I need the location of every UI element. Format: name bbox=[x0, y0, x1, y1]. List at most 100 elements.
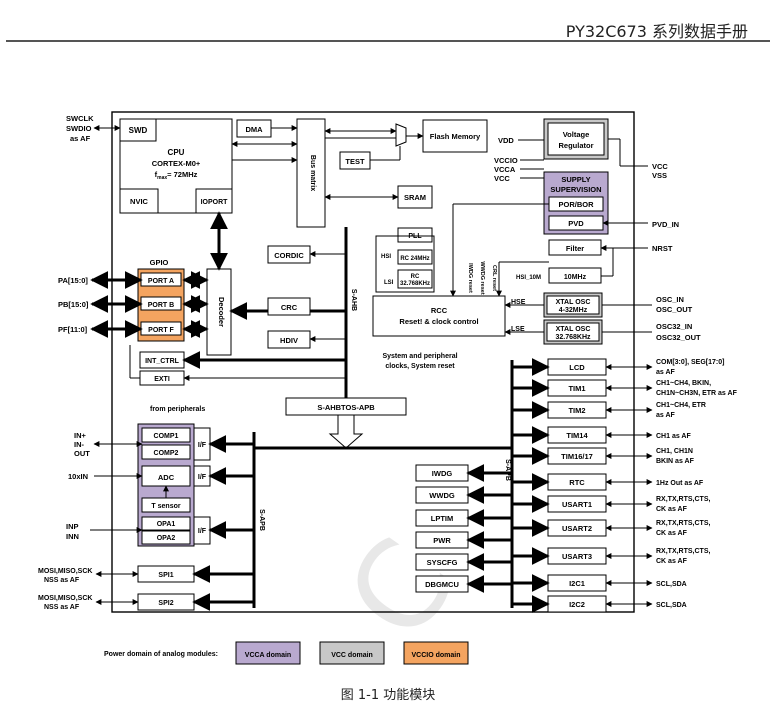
port-f-label: PORT F bbox=[148, 327, 174, 334]
legend-vcc-label: VCC domain bbox=[331, 652, 373, 659]
pin-spi2-1: MOSI,MISO,SCK bbox=[38, 595, 92, 602]
pin-tim1-1: CH1N~CH3N, ETR as AF bbox=[656, 390, 738, 397]
usart2-label: USART2 bbox=[562, 524, 592, 533]
usart3-label: USART3 bbox=[562, 552, 592, 561]
pin-inn: INN bbox=[66, 532, 79, 541]
pin-usart1-1: CK as AF bbox=[656, 506, 688, 513]
legend-vcca-label: VCCA domain bbox=[245, 652, 291, 659]
pin-in-minus: IN- bbox=[74, 440, 85, 449]
pin-pf: PF[11:0] bbox=[58, 325, 88, 334]
wwdg-label: WWDG bbox=[429, 491, 455, 500]
pin-lcd-0: COM[3:0], SEG[17:0] bbox=[656, 359, 724, 366]
rc24-label: RC 24MHz bbox=[400, 256, 429, 262]
chip-boundary bbox=[111, 111, 635, 613]
pin-vss: VSS bbox=[652, 171, 667, 180]
pin-usart1-0: RX,TX,RTS,CTS, bbox=[656, 496, 711, 503]
pin-osc32-out: OSC32_OUT bbox=[656, 333, 701, 342]
lsi-label: LSI bbox=[384, 280, 394, 286]
pin-usart2-1: CK as AF bbox=[656, 530, 688, 537]
bridge-label: S-AHBTOS-APB bbox=[317, 403, 375, 412]
pin-out: OUT bbox=[74, 449, 90, 458]
cpu-label: CPU bbox=[168, 148, 185, 157]
s-apb-right-label: S-APB bbox=[504, 459, 511, 481]
int-ctrl-label: INT_CTRL bbox=[145, 358, 180, 365]
supply-supervision-label-2: SUPERVISION bbox=[550, 185, 601, 194]
tim2-label: TIM2 bbox=[568, 406, 585, 415]
s-apb-left-label: S-APB bbox=[258, 509, 265, 531]
pin-pb: PB[15:0] bbox=[58, 300, 89, 309]
hsi10m-label: HSI_10M bbox=[516, 275, 541, 281]
legend-vccio-label: VCCIO domain bbox=[411, 652, 460, 659]
tim14-label: TIM14 bbox=[566, 431, 588, 440]
xtal-hse-label-1: XTAL OSC bbox=[556, 299, 591, 306]
rcc-block bbox=[372, 295, 506, 337]
cordic-label: CORDIC bbox=[274, 251, 304, 260]
rtc-label: RTC bbox=[569, 478, 585, 487]
xtal-lse-label-2: 32.768KHz bbox=[555, 334, 591, 341]
block-diagram: SWD CPU CORTEX-M0+ fmax= 72MHz NVIC IOPO… bbox=[38, 111, 738, 665]
i2c1-label: I2C1 bbox=[569, 579, 585, 588]
pin-vccio: VCCIO bbox=[494, 156, 518, 165]
lcd-label: LCD bbox=[569, 363, 585, 372]
rc32-label-1: RC bbox=[411, 274, 420, 280]
flash-block bbox=[422, 119, 488, 153]
exti-label: EXTI bbox=[154, 376, 170, 383]
por-bor-label: POR/BOR bbox=[558, 200, 594, 209]
rcc-label-2: Reset! & clock control bbox=[399, 317, 478, 326]
cpu-core-label: CORTEX-M0+ bbox=[152, 159, 201, 168]
pll-block bbox=[397, 227, 433, 243]
lse-label: LSE bbox=[511, 326, 525, 333]
crl-reset-label: CRL reset bbox=[491, 265, 497, 291]
usart1-label: USART1 bbox=[562, 500, 592, 509]
pin-pvd-in: PVD_IN bbox=[652, 220, 679, 229]
iwdg-reset-label: IWDG reset bbox=[467, 263, 473, 293]
if-adc-label: I/F bbox=[198, 474, 207, 481]
if-comp-label: I/F bbox=[198, 442, 207, 449]
sram-label: SRAM bbox=[404, 193, 426, 202]
legend-label: Power domain of analog modules: bbox=[104, 651, 218, 658]
comp2-label: COMP2 bbox=[154, 450, 179, 457]
pin-vcc-out: VCC bbox=[652, 162, 668, 171]
rcc-label-1: RCC bbox=[431, 306, 448, 315]
sys-clocks-label-2: clocks, System reset bbox=[385, 363, 455, 370]
pin-nrst: NRST bbox=[652, 244, 673, 253]
comp1-label: COMP1 bbox=[154, 433, 179, 440]
pin-tim16-17-0: CH1, CH1N bbox=[656, 448, 693, 455]
hdiv-label: HDIV bbox=[280, 336, 298, 345]
pin-spi1-2: NSS as AF bbox=[44, 577, 80, 584]
pin-osc32-in: OSC32_IN bbox=[656, 322, 692, 331]
bus-matrix-label: Bus matrix bbox=[309, 155, 316, 191]
hsi-label: HSI bbox=[381, 254, 391, 260]
comp1-block bbox=[141, 427, 191, 443]
supply-supervision-label-1: SUPPLY bbox=[561, 175, 590, 184]
i2c2-label: I2C2 bbox=[569, 600, 585, 609]
voltage-regulator-label-1: Voltage bbox=[563, 130, 590, 139]
comp2-block bbox=[141, 444, 191, 460]
pin-i2c1-0: SCL,SDA bbox=[656, 581, 687, 588]
wwdg-reset-label: WWDG reset bbox=[479, 261, 485, 294]
syscfg-label: SYSCFG bbox=[427, 558, 458, 567]
pin-rtc-0: 1Hz Out as AF bbox=[656, 480, 704, 487]
port-a-label: PORT A bbox=[148, 278, 174, 285]
flash-label: Flash Memory bbox=[430, 132, 481, 141]
pin-vdd: VDD bbox=[498, 136, 514, 145]
pin-i2c2-0: SCL,SDA bbox=[656, 602, 687, 609]
pin-inp: INP bbox=[66, 522, 79, 531]
spi1-label: SPI1 bbox=[158, 572, 173, 579]
spi2-label: SPI2 bbox=[158, 600, 173, 607]
pin-swd-af: as AF bbox=[70, 134, 91, 143]
rc32-label-2: 32.768KHz bbox=[400, 281, 430, 287]
pin-in-plus: IN+ bbox=[74, 431, 87, 440]
pin-spi2-2: NSS as AF bbox=[44, 604, 80, 611]
ioport-label: IOPORT bbox=[201, 199, 229, 206]
nvic-label: NVIC bbox=[130, 197, 149, 206]
sys-clocks-label-1: System and peripheral bbox=[382, 353, 457, 360]
pin-usart3-1: CK as AF bbox=[656, 558, 688, 565]
header-rule bbox=[6, 40, 770, 42]
pin-lcd-1: as AF bbox=[656, 369, 676, 376]
pin-swdio: SWDIO bbox=[66, 124, 92, 133]
iwdg-label: IWDG bbox=[432, 469, 453, 478]
dma-label: DMA bbox=[245, 125, 263, 134]
